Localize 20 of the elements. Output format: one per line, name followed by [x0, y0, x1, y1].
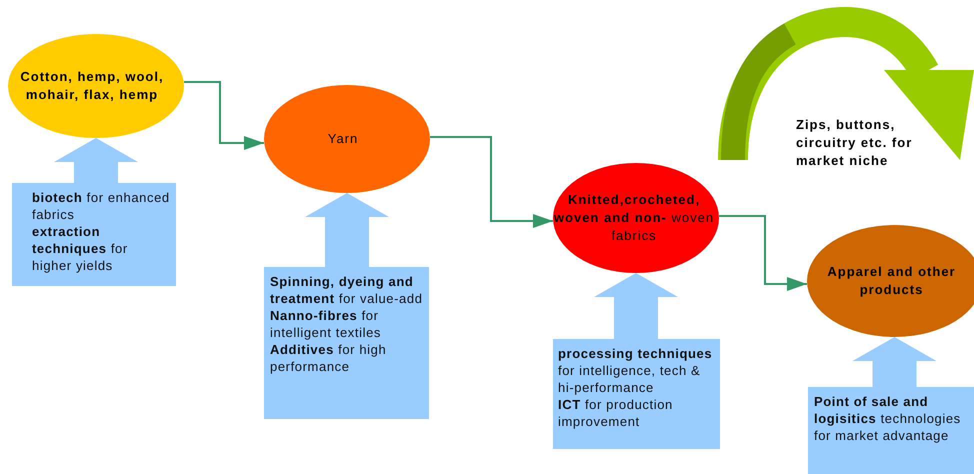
node-text: Cotton, hemp, wool, mohair, flax, hemp: [19, 68, 165, 104]
callout-text: Point of sale and logisitics technologies for market advantage: [814, 393, 962, 444]
annotation-text: Zips, buttons, circuitry etc. for market niche: [796, 116, 914, 170]
block-arrow: [594, 273, 678, 339]
callout-text: Additives for high performance: [270, 341, 388, 375]
node-text: Yarn: [328, 130, 358, 148]
callout-box: [808, 387, 974, 474]
connector-arrow: [184, 81, 264, 150]
callout-box: [12, 183, 176, 286]
connector-arrow: [719, 215, 807, 291]
callout-box: [264, 267, 429, 419]
block-arrow: [852, 337, 936, 387]
callout-box: [553, 339, 720, 449]
connector-arrow: [430, 136, 553, 228]
callout-text: extraction techniques for higher yields: [32, 223, 129, 274]
callout-text: ICT for production improvement: [558, 396, 674, 430]
node-text: Knitted,crocheted, woven and non- woven fabrics: [553, 191, 715, 245]
block-arrow: [54, 138, 138, 183]
node-text: Apparel and other products: [826, 263, 957, 299]
block-arrow: [305, 193, 389, 267]
